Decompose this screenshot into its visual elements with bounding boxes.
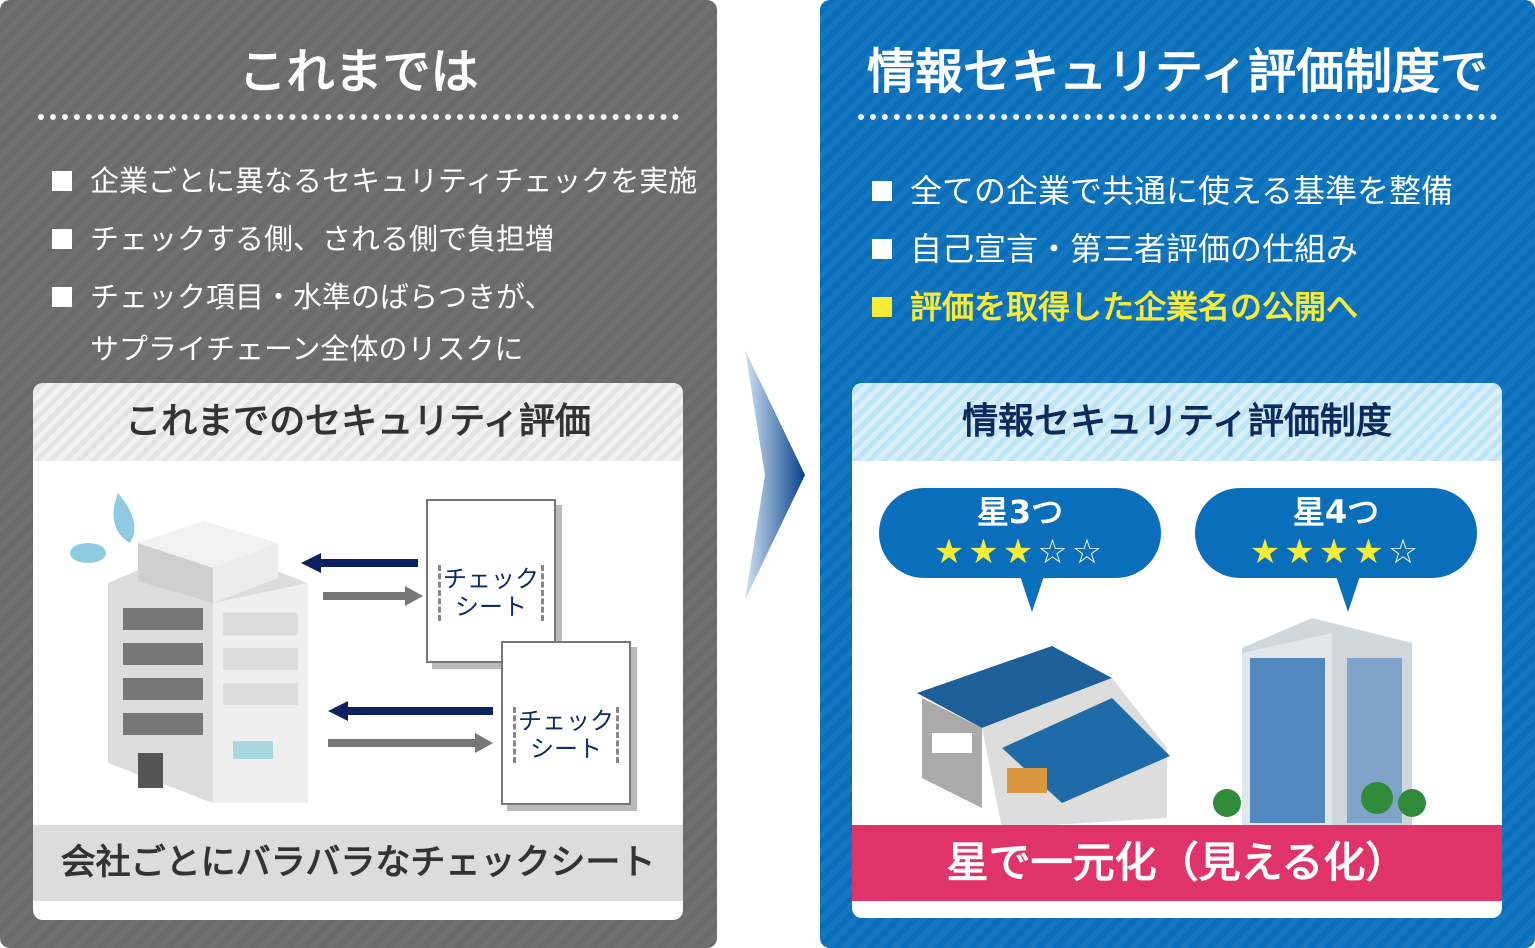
star-filled-icon: ★: [968, 532, 1003, 572]
check-sheet-document: チェックシート: [426, 499, 556, 663]
office-building-illustration: [70, 493, 308, 803]
star-filled-icon: ★: [1318, 532, 1354, 572]
star-rating: ★★★★☆: [1195, 534, 1477, 570]
label-line: シート: [455, 593, 527, 621]
tree-icon: [1361, 782, 1393, 814]
star-filled-icon: ★: [1249, 532, 1285, 572]
check-sheet-label: チェックシート: [438, 565, 544, 621]
sweat-drop-icon: [113, 493, 135, 543]
divider: [858, 114, 1497, 120]
rating-label: 星3つ: [976, 493, 1064, 531]
star-filled-icon: ★: [1002, 532, 1038, 572]
check-sheet-document: チェックシート: [501, 641, 631, 805]
tree-icon: [1213, 789, 1241, 817]
tree-icon: [1398, 789, 1426, 817]
after-box: 情報セキュリティ評価制度 星3つ★★★☆☆ 星4つ★★★★☆ 星で一元化（見える…: [852, 383, 1502, 918]
chevron-right-icon: [745, 350, 805, 600]
label-line: チェック: [518, 707, 614, 735]
after-box-title: 情報セキュリティ評価制度: [852, 383, 1502, 461]
star-empty-icon: ☆: [1071, 532, 1107, 572]
warehouse-illustration: [917, 646, 1170, 828]
rating-label: 星4つ: [1292, 493, 1380, 531]
star-empty-icon: ☆: [1037, 532, 1072, 572]
star-rating: ★★★☆☆: [879, 534, 1161, 570]
bullet: チェック項目・水準のばらつきが、サプライチェーン全体のリスクに: [50, 268, 697, 372]
before-bullets: 企業ごとに異なるセキュリティチェックを実施 チェックする側、される側で負担増 チ…: [50, 152, 697, 372]
before-box: これまでのセキュリティ評価 チェックシート チェックシート 会社ごとにバラバラな…: [33, 383, 683, 920]
star-empty-icon: ☆: [1387, 532, 1423, 572]
arrow-left-icon: [328, 701, 348, 721]
bullet-highlight: 評価を取得した企業名の公開へ: [870, 278, 1453, 336]
star-filled-icon: ★: [933, 532, 969, 572]
star-filled-icon: ★: [1353, 532, 1388, 572]
after-box-footer: 星で一元化（見える化）: [852, 825, 1502, 901]
bullet-line: サプライチェーン全体のリスクに: [90, 332, 524, 366]
arrow-right-icon: [475, 733, 493, 753]
divider: [38, 114, 679, 120]
bullet: 自己宣言・第三者評価の仕組み: [870, 220, 1453, 278]
label-line: シート: [530, 735, 602, 763]
before-title: これまでは: [238, 44, 479, 100]
bullet: チェックする側、される側で負担増: [50, 210, 697, 268]
before-box-title: これまでのセキュリティ評価: [33, 383, 683, 461]
check-sheet-label: チェックシート: [513, 707, 619, 763]
after-bullets: 全ての企業で共通に使える基準を整備 自己宣言・第三者評価の仕組み 評価を取得した…: [870, 162, 1453, 336]
arrow-right-icon: [405, 586, 423, 606]
before-panel: これまでは 企業ごとに異なるセキュリティチェックを実施 チェックする側、される側…: [0, 0, 717, 948]
label-line: チェック: [443, 565, 539, 593]
star-filled-icon: ★: [1284, 532, 1319, 572]
after-title: 情報セキュリティ評価制度で: [866, 44, 1489, 100]
bullet: 企業ごとに異なるセキュリティチェックを実施: [50, 152, 697, 210]
bullet-line: チェック項目・水準のばらつきが、: [90, 280, 554, 314]
cargo-boxes: [1007, 768, 1047, 793]
rating-bubble: 星4つ★★★★☆: [1195, 488, 1477, 612]
tower-building-illustration: [1213, 618, 1426, 828]
after-panel: 情報セキュリティ評価制度で 全ての企業で共通に使える基準を整備 自己宣言・第三者…: [820, 0, 1535, 948]
before-box-footer: 会社ごとにバラバラなチェックシート: [33, 825, 683, 901]
arrow-left-icon: [301, 553, 321, 573]
rating-bubble: 星3つ★★★☆☆: [879, 488, 1161, 612]
exchange-arrows: [301, 553, 493, 753]
bullet: 全ての企業で共通に使える基準を整備: [870, 162, 1453, 220]
